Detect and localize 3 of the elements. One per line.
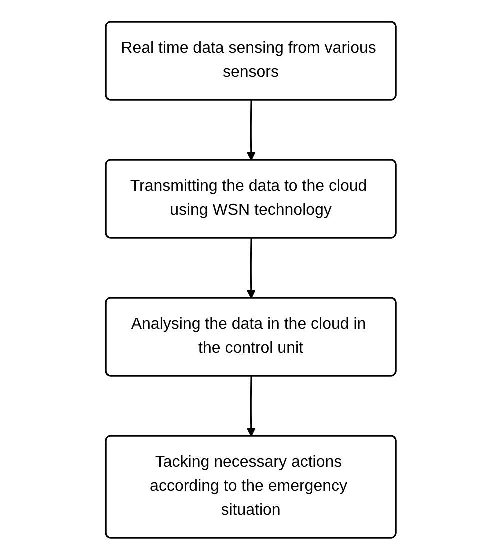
arrow [246, 238, 256, 299]
arrow [246, 100, 256, 161]
arrow [246, 376, 256, 437]
